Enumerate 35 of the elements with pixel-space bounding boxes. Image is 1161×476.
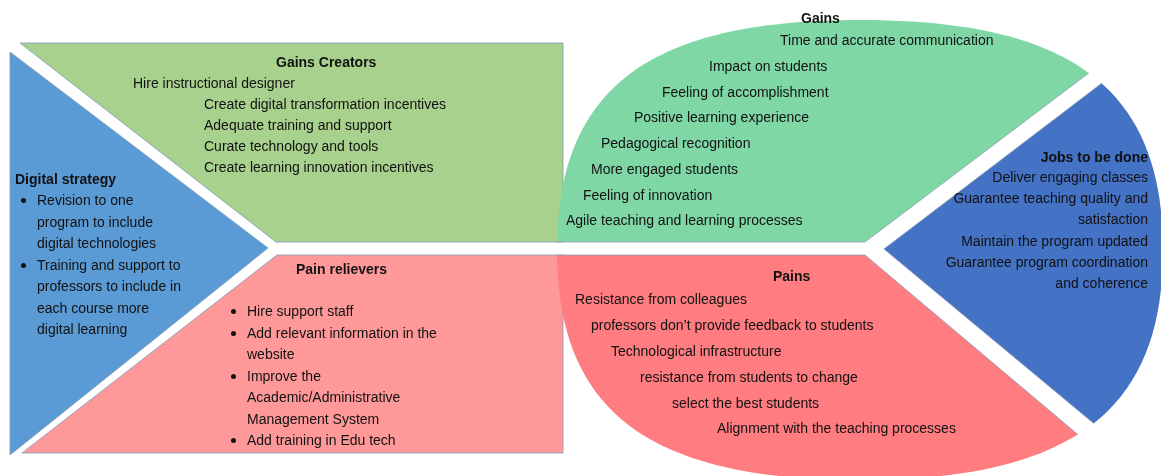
list-item: Add training in Edu tech <box>247 432 396 448</box>
list-item: Alignment with the teaching processes <box>717 419 956 438</box>
list-item: Adequate training and support <box>204 116 392 135</box>
list-item: Agile teaching and learning processes <box>566 211 803 230</box>
list-item: Resistance from colleagues <box>575 290 747 309</box>
list-item: Positive learning experience <box>634 108 810 127</box>
list-item: Add relevant information in the website <box>247 324 437 362</box>
list-item: Improve the Academic/Administrative Management System <box>247 367 401 427</box>
section-heading: Jobs to be done <box>1039 148 1148 167</box>
section-heading: Gains <box>801 9 840 28</box>
list-item: Feeling of accomplishment <box>662 83 829 102</box>
list-item: Revision to one program to include digital technologies <box>37 192 157 251</box>
list-item: Time and accurate communication <box>780 31 994 50</box>
list-item: Impact on students <box>709 57 828 76</box>
section-heading: Pain relievers <box>296 260 388 279</box>
list-item: Technological infrastructure <box>611 342 782 361</box>
list-item: Curate technology and tools <box>204 137 379 156</box>
list-item: Pedagogical recognition <box>601 134 751 153</box>
list-item: professors don’t provide feedback to students <box>591 316 874 335</box>
section-heading: Gains Creators <box>276 53 377 72</box>
list-item: Feeling of innovation <box>583 186 713 205</box>
list-item: Hire support staff <box>247 303 354 319</box>
list-item: select the best students <box>672 394 820 413</box>
list-item: More engaged students <box>591 160 739 179</box>
list-item: Guarantee teaching quality and satisfaction <box>952 189 1148 229</box>
list-item: Create learning innovation incentives <box>204 158 434 177</box>
list-item: Create digital transformation incentives <box>204 95 446 114</box>
list-item: Training and support to professors to include in each course more digital learning <box>37 256 181 337</box>
list-item: Maintain the program updated <box>960 232 1148 251</box>
list-item: Guarantee program coordination and coherence <box>944 253 1148 293</box>
list-item: resistance from students to change <box>640 368 858 387</box>
section-heading: Pains <box>773 267 811 286</box>
list-item: Hire instructional designer <box>133 74 295 93</box>
section-heading: Digital strategy <box>15 170 117 189</box>
list-item: Deliver engaging classes <box>991 168 1148 187</box>
